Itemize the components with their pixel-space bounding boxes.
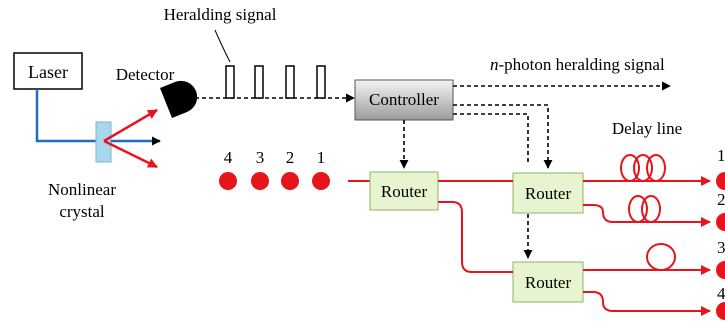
signal-photon-beam xyxy=(103,139,158,169)
control-line-router3 xyxy=(453,113,529,165)
photon-number: 1 xyxy=(317,148,326,167)
delay-line-coil-1 xyxy=(620,154,666,182)
n-italic: n xyxy=(490,55,499,74)
output-photon-number: 1 xyxy=(717,146,725,165)
optical-path-r1-r3 xyxy=(438,201,513,273)
heralding-pulse xyxy=(285,65,295,99)
output-photon-number: 3 xyxy=(717,238,725,257)
heralding-photon-beam xyxy=(103,108,158,143)
router-2-label: Router xyxy=(525,184,572,203)
photon xyxy=(281,172,299,190)
router-1 xyxy=(369,171,439,211)
photon xyxy=(312,172,330,190)
delay-line-label: Delay line xyxy=(612,119,682,138)
photon xyxy=(219,172,237,190)
detector-icon xyxy=(160,80,198,118)
output-path-4 xyxy=(583,291,711,316)
crystal-label-line2: crystal xyxy=(59,202,105,221)
photon xyxy=(716,172,725,190)
laser-label: Laser xyxy=(28,62,68,82)
heralding-signal-pointer xyxy=(214,29,231,63)
router-1-label: Router xyxy=(381,182,428,201)
controller-label: Controller xyxy=(369,90,439,109)
router-2 xyxy=(512,172,584,214)
control-line-router2 xyxy=(453,104,553,169)
photon-number: 2 xyxy=(286,148,295,167)
photon xyxy=(716,302,725,320)
photon-number: 3 xyxy=(256,148,265,167)
photon xyxy=(716,261,725,279)
heralding-signal-label: Heralding signal xyxy=(164,5,277,24)
output-path-2 xyxy=(583,204,711,227)
delay-line-coil-2 xyxy=(628,195,661,223)
photon xyxy=(251,172,269,190)
heralding-pulse xyxy=(225,65,235,99)
output-photon-number: 4 xyxy=(717,284,725,303)
heralding-pulse xyxy=(316,65,326,99)
detector-label: Detector xyxy=(116,65,175,84)
pump-beam xyxy=(35,89,101,143)
input-photons: 4 3 2 1 xyxy=(219,148,330,190)
laser-box xyxy=(13,52,83,90)
delay-line-coil-3 xyxy=(646,243,676,271)
photon xyxy=(716,213,725,231)
n-photon-label: n-photon heralding signal xyxy=(490,55,665,74)
n-photon-rest: -photon heralding signal xyxy=(499,55,665,74)
router-3 xyxy=(512,261,584,303)
crystal-label-line1: Nonlinear xyxy=(48,180,116,199)
heralding-pulse xyxy=(254,65,264,99)
output-photon-number: 2 xyxy=(717,190,725,209)
photon-number: 4 xyxy=(224,148,233,167)
router-3-label: Router xyxy=(525,273,572,292)
output-photons: 1 2 3 4 xyxy=(716,146,725,320)
